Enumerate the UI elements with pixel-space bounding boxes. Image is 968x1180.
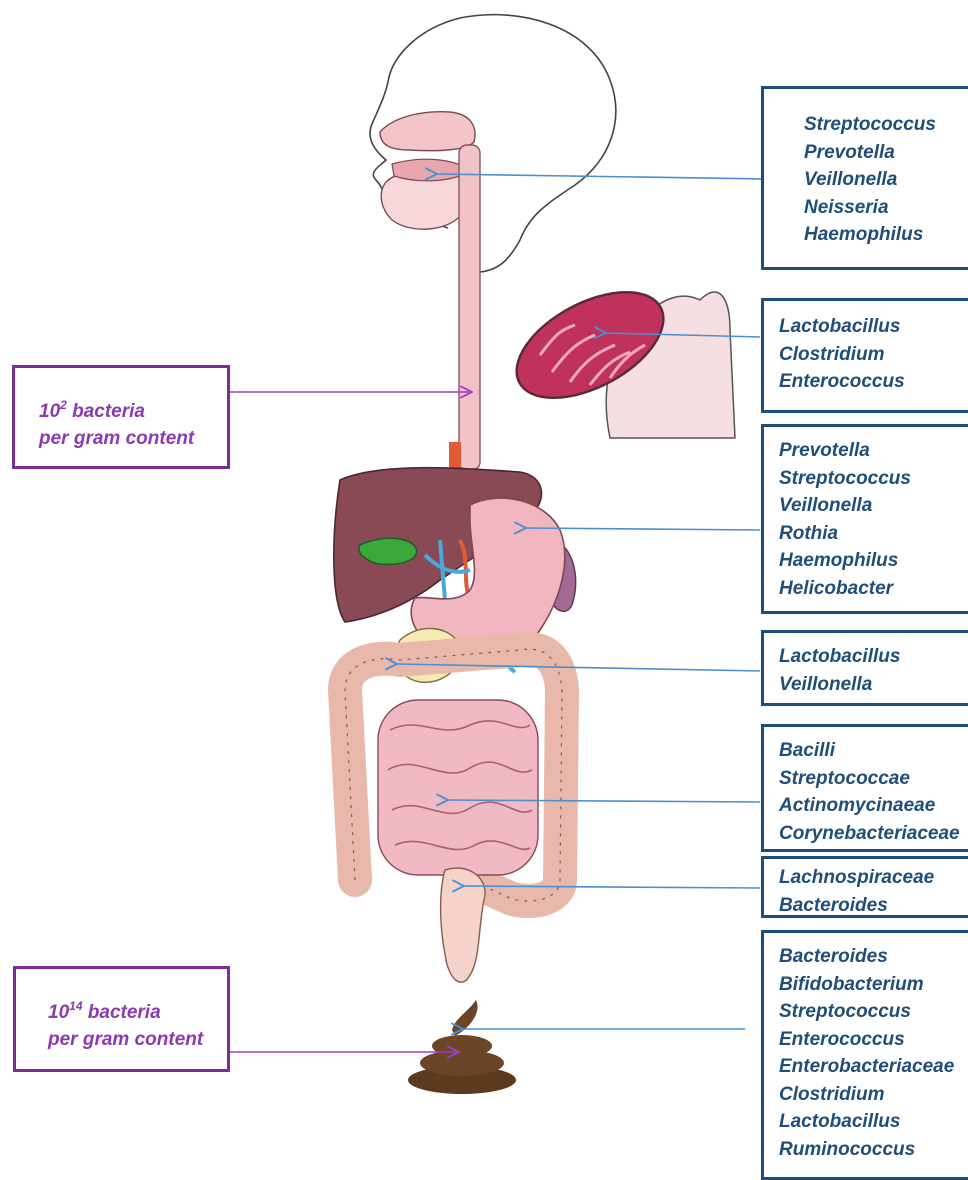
taxon: Clostridium — [779, 1081, 968, 1109]
taxa-list: Lactobacillus Clostridium Enterococcus — [779, 313, 968, 396]
density-box-esophagus: 102 bacteria per gram content — [12, 365, 230, 469]
taxon: Helicobacter — [779, 575, 968, 603]
density-exponent: 14 — [69, 999, 82, 1013]
taxon: Ruminococcus — [779, 1136, 968, 1164]
taxa-list: Lactobacillus Veillonella — [779, 643, 968, 698]
taxa-box-stomach: Prevotella Streptococcus Veillonella Rot… — [761, 424, 968, 614]
esophagus — [459, 145, 480, 470]
taxon: Lactobacillus — [779, 1108, 968, 1136]
taxon: Bifidobacterium — [779, 971, 968, 999]
taxon: Haemophilus — [804, 221, 968, 249]
arrow-mouth — [437, 174, 770, 179]
taxon: Lactobacillus — [779, 313, 968, 341]
density-line-1: 102 bacteria — [39, 398, 227, 425]
taxon: Prevotella — [779, 437, 968, 465]
taxa-box-ileum: Bacilli Streptococcae Actinomycinaeae Co… — [761, 724, 968, 852]
taxa-box-mouth: Streptococcus Prevotella Veillonella Nei… — [761, 86, 968, 270]
taxon: Lactobacillus — [779, 643, 968, 671]
taxon: Enterobacteriaceae — [779, 1053, 968, 1081]
rectum — [441, 868, 486, 982]
taxa-list: Bacilli Streptococcae Actinomycinaeae Co… — [779, 737, 968, 847]
taxon: Actinomycinaeae — [779, 792, 968, 820]
density-unit: bacteria — [83, 1002, 161, 1023]
taxon: Bacilli — [779, 737, 968, 765]
taxon: Enterococcus — [779, 368, 968, 396]
taxon: Streptococcus — [779, 465, 968, 493]
taxa-list: Streptococcus Prevotella Veillonella Nei… — [804, 111, 968, 249]
density-base: 10 — [39, 401, 60, 422]
taxon: Haemophilus — [779, 547, 968, 575]
taxon: Neisseria — [804, 194, 968, 222]
density-line-2: per gram content — [48, 1026, 227, 1053]
density-base: 10 — [48, 1002, 69, 1023]
arrow-stomach — [526, 528, 760, 530]
gallbladder — [359, 538, 417, 564]
nasal-cavity — [380, 112, 475, 151]
taxon: Streptococcus — [804, 111, 968, 139]
taxa-box-feces: Bacteroides Bifidobacterium Streptococcu… — [761, 930, 968, 1180]
taxon: Enterococcus — [779, 1026, 968, 1054]
taxon: Bacteroides — [779, 943, 968, 971]
taxon: Veillonella — [804, 166, 968, 194]
taxa-list: Bacteroides Bifidobacterium Streptococcu… — [779, 943, 968, 1163]
taxon: Bacteroides — [779, 892, 968, 920]
density-line-1: 1014 bacteria — [48, 999, 227, 1026]
density-box-feces: 1014 bacteria per gram content — [13, 966, 230, 1072]
taxon: Veillonella — [779, 492, 968, 520]
density-line-2: per gram content — [39, 425, 227, 452]
taxa-box-small-intestine-section: Lactobacillus Clostridium Enterococcus — [761, 298, 968, 413]
taxa-box-colon: Lachnospiraceae Bacteroides — [761, 856, 968, 918]
taxa-box-duodenum: Lactobacillus Veillonella — [761, 630, 968, 706]
taxon: Rothia — [779, 520, 968, 548]
feces-icon — [408, 1000, 516, 1094]
taxon: Streptococcus — [779, 998, 968, 1026]
density-exponent: 2 — [60, 398, 67, 412]
small-intestine — [378, 700, 538, 875]
density-unit: bacteria — [67, 401, 145, 422]
taxon: Veillonella — [779, 671, 968, 699]
taxon: Lachnospiraceae — [779, 864, 968, 892]
taxon: Corynebacteriaceae — [779, 820, 968, 848]
taxon: Clostridium — [779, 341, 968, 369]
taxon: Streptococcae — [779, 765, 968, 793]
taxa-list: Prevotella Streptococcus Veillonella Rot… — [779, 437, 968, 602]
taxon: Prevotella — [804, 139, 968, 167]
taxa-list: Lachnospiraceae Bacteroides — [779, 864, 968, 919]
